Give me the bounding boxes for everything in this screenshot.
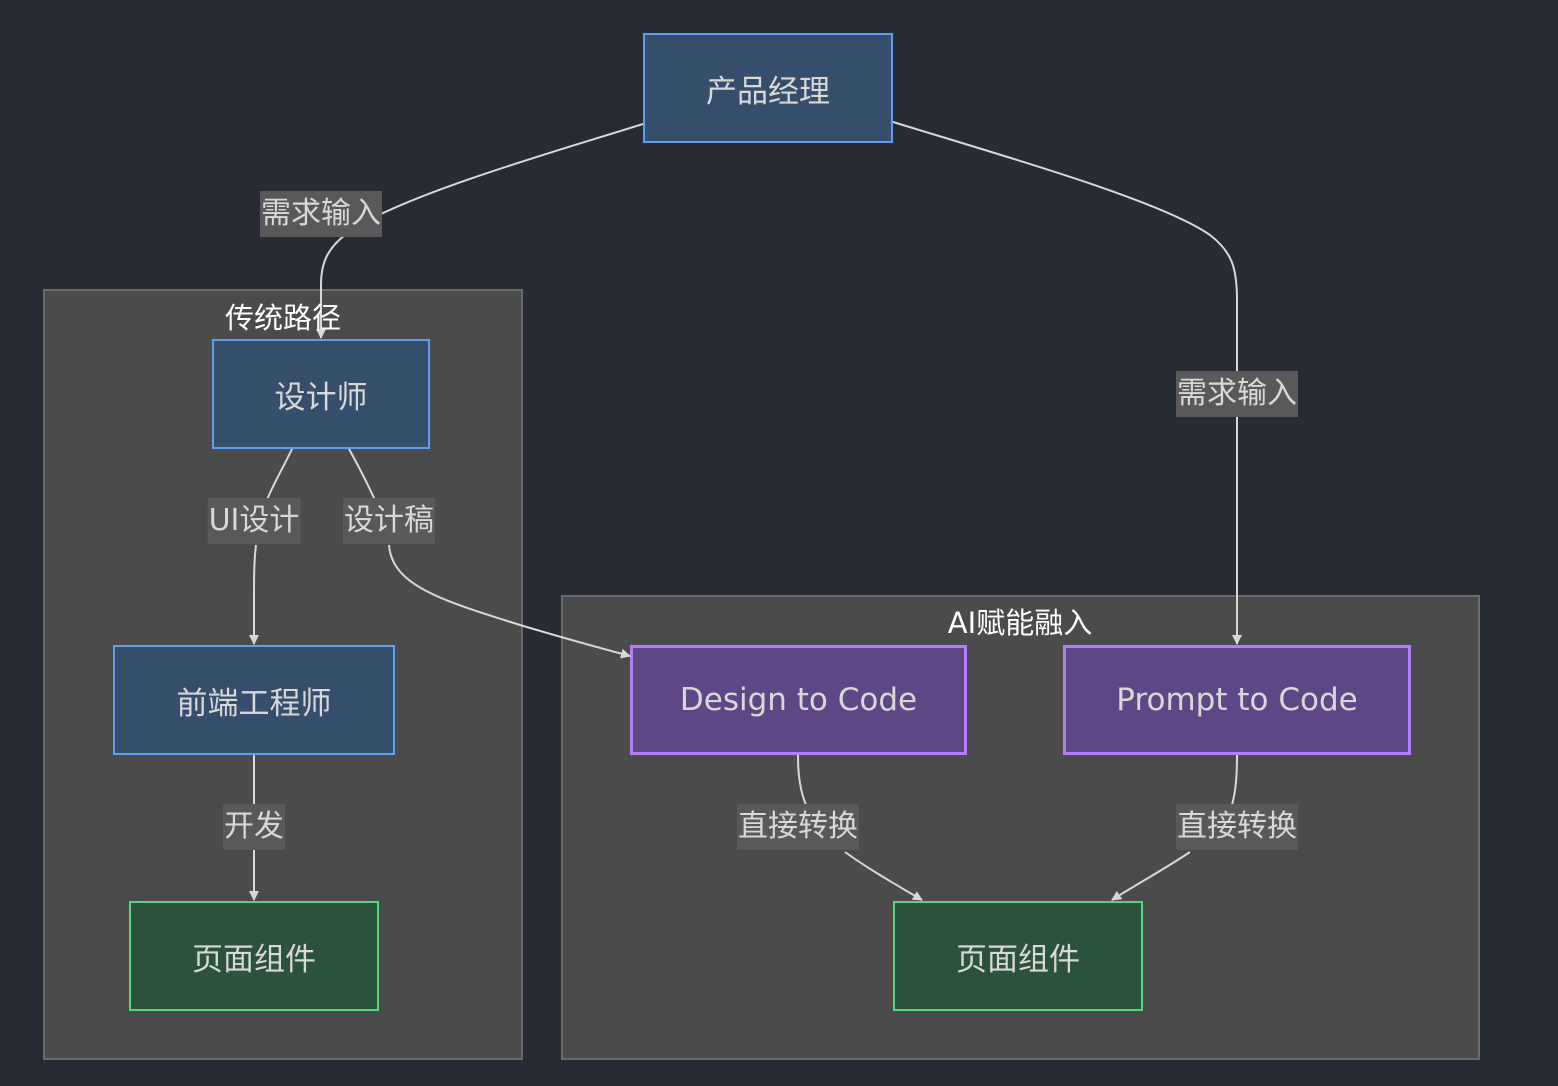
node-page-component-ai[interactable]: 页面组件 (893, 901, 1143, 1011)
node-label: 设计师 (274, 379, 368, 416)
node-page-component-traditional[interactable]: 页面组件 (129, 901, 379, 1011)
node-design-to-code[interactable]: Design to Code (630, 645, 967, 755)
node-product-manager[interactable]: 产品经理 (643, 33, 893, 143)
node-label: 前端工程师 (176, 685, 332, 722)
node-frontend-engineer[interactable]: 前端工程师 (113, 645, 395, 755)
node-label: 页面组件 (956, 941, 1080, 978)
node-label: Design to Code (679, 682, 918, 718)
node-designer[interactable]: 设计师 (212, 339, 430, 449)
edge-label-requirement-input-left: 需求输入 (260, 191, 382, 237)
node-label: 产品经理 (706, 73, 830, 110)
node-label: 页面组件 (192, 941, 316, 978)
edge-label-design-draft: 设计稿 (343, 498, 435, 544)
edge-label-direct-convert-right: 直接转换 (1176, 804, 1298, 850)
edge-label-requirement-input-right: 需求输入 (1176, 371, 1298, 417)
cluster-traditional-title: 传统路径 (224, 301, 342, 335)
edge-label-direct-convert-left: 直接转换 (737, 804, 859, 850)
node-label: Prompt to Code (1116, 682, 1358, 718)
cluster-ai-title: AI赋能融入 (947, 606, 1093, 640)
edge-label-develop: 开发 (223, 804, 285, 850)
edge-label-ui-design: UI设计 (207, 498, 301, 544)
node-prompt-to-code[interactable]: Prompt to Code (1063, 645, 1411, 755)
